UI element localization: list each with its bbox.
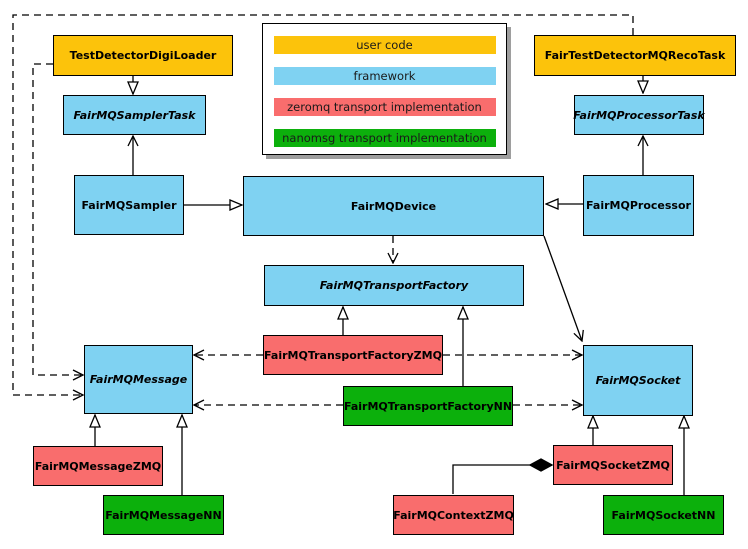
edge-device-socket <box>543 235 582 341</box>
legend-item-nanomsg: nanomsg transport implementation <box>273 129 496 147</box>
node-fairtestdetectormqrecotask: FairTestDetectorMQRecoTask <box>534 35 736 76</box>
edge-contextzmq-socketzmq <box>452 465 552 494</box>
node-fairmqsampler: FairMQSampler <box>74 175 184 235</box>
node-fairmqtransportfactorynn: FairMQTransportFactoryNN <box>343 386 513 426</box>
node-fairmqsocket: FairMQSocket <box>583 345 693 416</box>
legend-item-user-code: user code <box>273 36 496 54</box>
node-fairmqmessagezmq: FairMQMessageZMQ <box>33 446 163 486</box>
node-fairmqprocessor: FairMQProcessor <box>583 175 694 236</box>
edge-recotask-message <box>12 14 634 395</box>
node-fairmqsocketzmq: FairMQSocketZMQ <box>553 445 673 485</box>
node-fairmqtransportfactory: FairMQTransportFactory <box>264 265 524 306</box>
legend-item-framework: framework <box>273 67 496 85</box>
node-fairmqsocketnn: FairMQSocketNN <box>603 495 724 535</box>
legend-item-zeromq: zeromq transport implementation <box>273 98 496 116</box>
node-fairmqmessagenn: FairMQMessageNN <box>103 495 224 535</box>
node-fairmqtransportfactoryzmq: FairMQTransportFactoryZMQ <box>263 335 443 375</box>
node-fairmqcontextzmq: FairMQContextZMQ <box>393 495 514 535</box>
node-fairmqsamplertask: FairMQSamplerTask <box>63 95 206 135</box>
node-fairmqdevice: FairMQDevice <box>243 176 544 236</box>
node-testdetectordigiloader: TestDetectorDigiLoader <box>53 35 233 76</box>
legend: user code framework zeromq transport imp… <box>262 23 507 155</box>
node-fairmqprocessortask: FairMQProcessorTask <box>573 95 705 135</box>
node-fairmqmessage: FairMQMessage <box>84 345 193 414</box>
